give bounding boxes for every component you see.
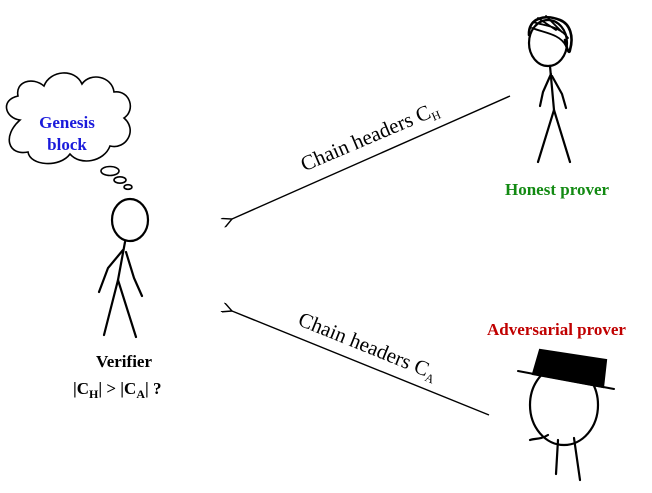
arrow-adversarial-to-verifier [232, 311, 490, 416]
formula-part3: | ? [145, 379, 162, 398]
formula-part2: | > |C [98, 379, 137, 398]
thought-line2: block [47, 135, 87, 154]
arrow-honest-to-verifier [232, 95, 511, 219]
thought-line1: Genesis [39, 113, 95, 132]
formula-sub1: H [89, 387, 99, 401]
adversarial-prover-figure [517, 348, 615, 482]
adversarial-prover-label: Adversarial prover [487, 320, 626, 339]
honest-prover-figure [527, 15, 573, 164]
verifier-formula: |CH| > |CA| ? [73, 379, 162, 402]
thought-text: Genesis block [12, 112, 122, 156]
verifier-figure [97, 197, 150, 339]
formula-part1: |C [73, 379, 90, 398]
verifier-title: Verifier [96, 352, 153, 371]
honest-prover-label: Honest prover [505, 180, 610, 199]
thought-cloud [5, 72, 133, 191]
formula-sub2: A [136, 387, 145, 401]
